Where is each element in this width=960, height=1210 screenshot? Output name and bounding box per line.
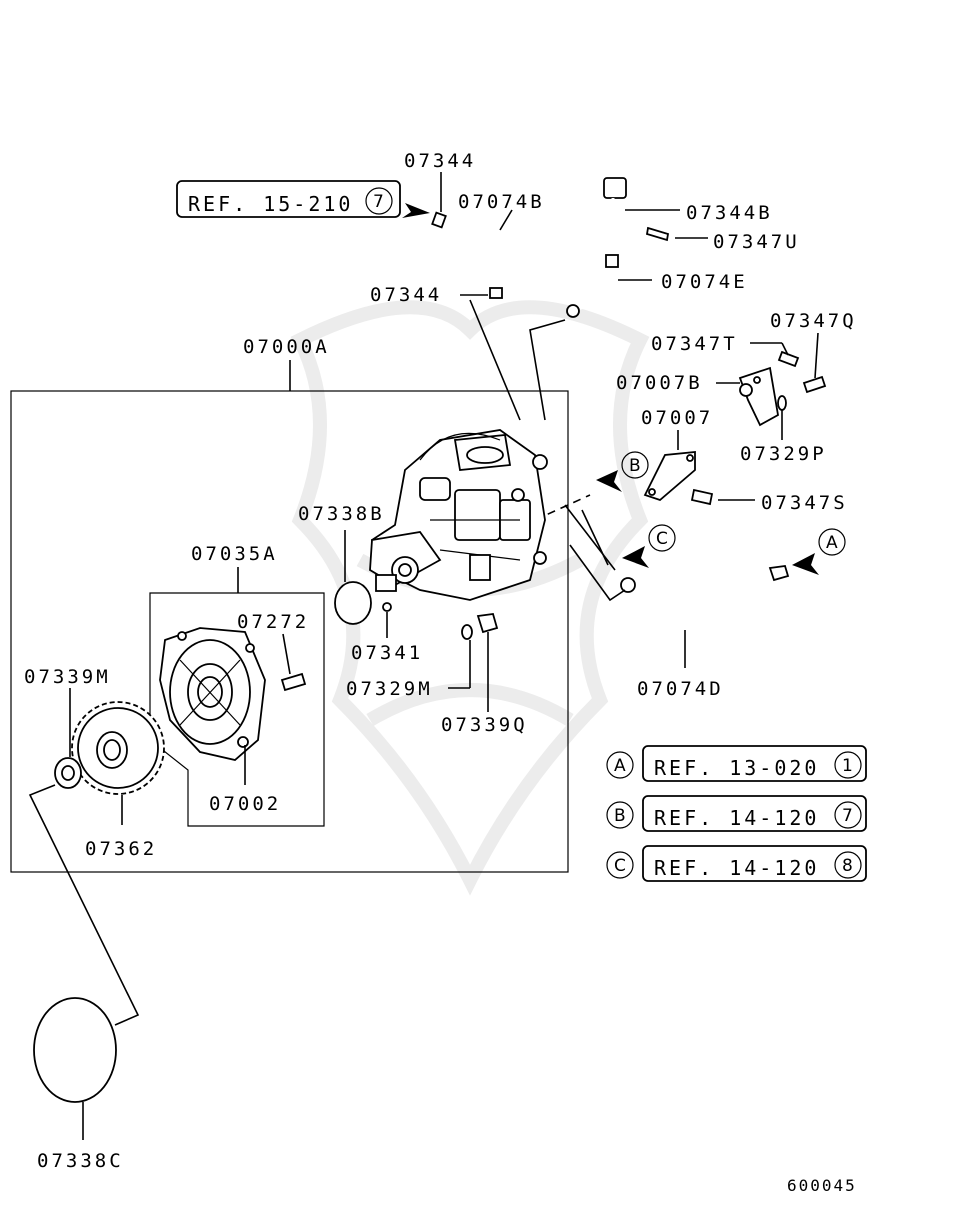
label-07344B: 07344B	[686, 202, 773, 224]
ref-c-number: 8	[842, 856, 853, 876]
label-07272: 07272	[237, 611, 309, 633]
label-07347S: 07347S	[761, 492, 848, 514]
svg-text:A: A	[614, 756, 626, 776]
svg-text:C: C	[656, 529, 668, 549]
figure-code: 600045	[787, 1176, 857, 1195]
ref-box-top[interactable]: REF. 15-210 7	[176, 180, 401, 218]
arrow-icon	[402, 203, 430, 218]
oring-07338C	[33, 997, 117, 1103]
ref-row-b[interactable]: B REF. 14-120 7	[606, 795, 867, 832]
ref-a-number: 1	[842, 756, 853, 776]
ref-row-c[interactable]: C REF. 14-120 8	[606, 845, 867, 882]
ref-top-number: 7	[373, 192, 384, 212]
arrow-icon	[596, 470, 622, 492]
nut-07339M	[54, 757, 82, 789]
label-07344-top: 07344	[404, 150, 476, 172]
label-07007: 07007	[641, 407, 713, 429]
housing-07002	[159, 627, 266, 761]
arrow-icon	[622, 546, 649, 568]
injection-pump	[369, 429, 548, 601]
label-07347Q: 07347Q	[770, 310, 857, 332]
ref-a-text: REF. 13-020	[654, 756, 819, 780]
svg-text:A: A	[826, 533, 838, 553]
bracket-07007	[643, 451, 696, 502]
ref-c-text: REF. 14-120	[654, 856, 819, 880]
ref-row-a[interactable]: A REF. 13-020 1	[606, 745, 867, 782]
ref-b-number: 7	[842, 806, 853, 826]
label-07329P: 07329P	[740, 443, 827, 465]
hose-07074E	[566, 177, 627, 318]
ref-b-text: REF. 14-120	[654, 806, 819, 830]
oring-07338B	[334, 581, 372, 625]
marker-a: A	[818, 528, 846, 556]
gear-07362	[71, 701, 165, 795]
marker-b: B	[621, 451, 649, 479]
svg-text:C: C	[614, 856, 626, 876]
bracket-07007B	[738, 366, 779, 427]
label-07329M: 07329M	[346, 678, 433, 700]
marker-c: C	[648, 524, 676, 552]
pipe-07074D	[620, 565, 790, 628]
ref-top-text: REF. 15-210	[188, 192, 353, 216]
label-07339M: 07339M	[24, 666, 111, 688]
svg-text:B: B	[614, 806, 626, 826]
label-07074E: 07074E	[661, 271, 748, 293]
label-07341: 07341	[351, 642, 423, 664]
label-07362: 07362	[85, 838, 157, 860]
label-07338C: 07338C	[37, 1150, 124, 1172]
label-07007B: 07007B	[616, 372, 703, 394]
label-07000A: 07000A	[243, 336, 330, 358]
svg-text:B: B	[629, 456, 641, 476]
arrow-icon	[792, 553, 819, 575]
label-07002: 07002	[209, 793, 281, 815]
label-07347T: 07347T	[651, 333, 738, 355]
label-07074D: 07074D	[637, 678, 724, 700]
label-07035A: 07035A	[191, 543, 278, 565]
label-07344-mid: 07344	[370, 284, 442, 306]
label-07347U: 07347U	[713, 231, 800, 253]
label-07338B: 07338B	[298, 503, 385, 525]
label-07074B: 07074B	[458, 191, 545, 213]
hose-07074B	[431, 211, 527, 299]
label-07339Q: 07339Q	[441, 714, 528, 736]
